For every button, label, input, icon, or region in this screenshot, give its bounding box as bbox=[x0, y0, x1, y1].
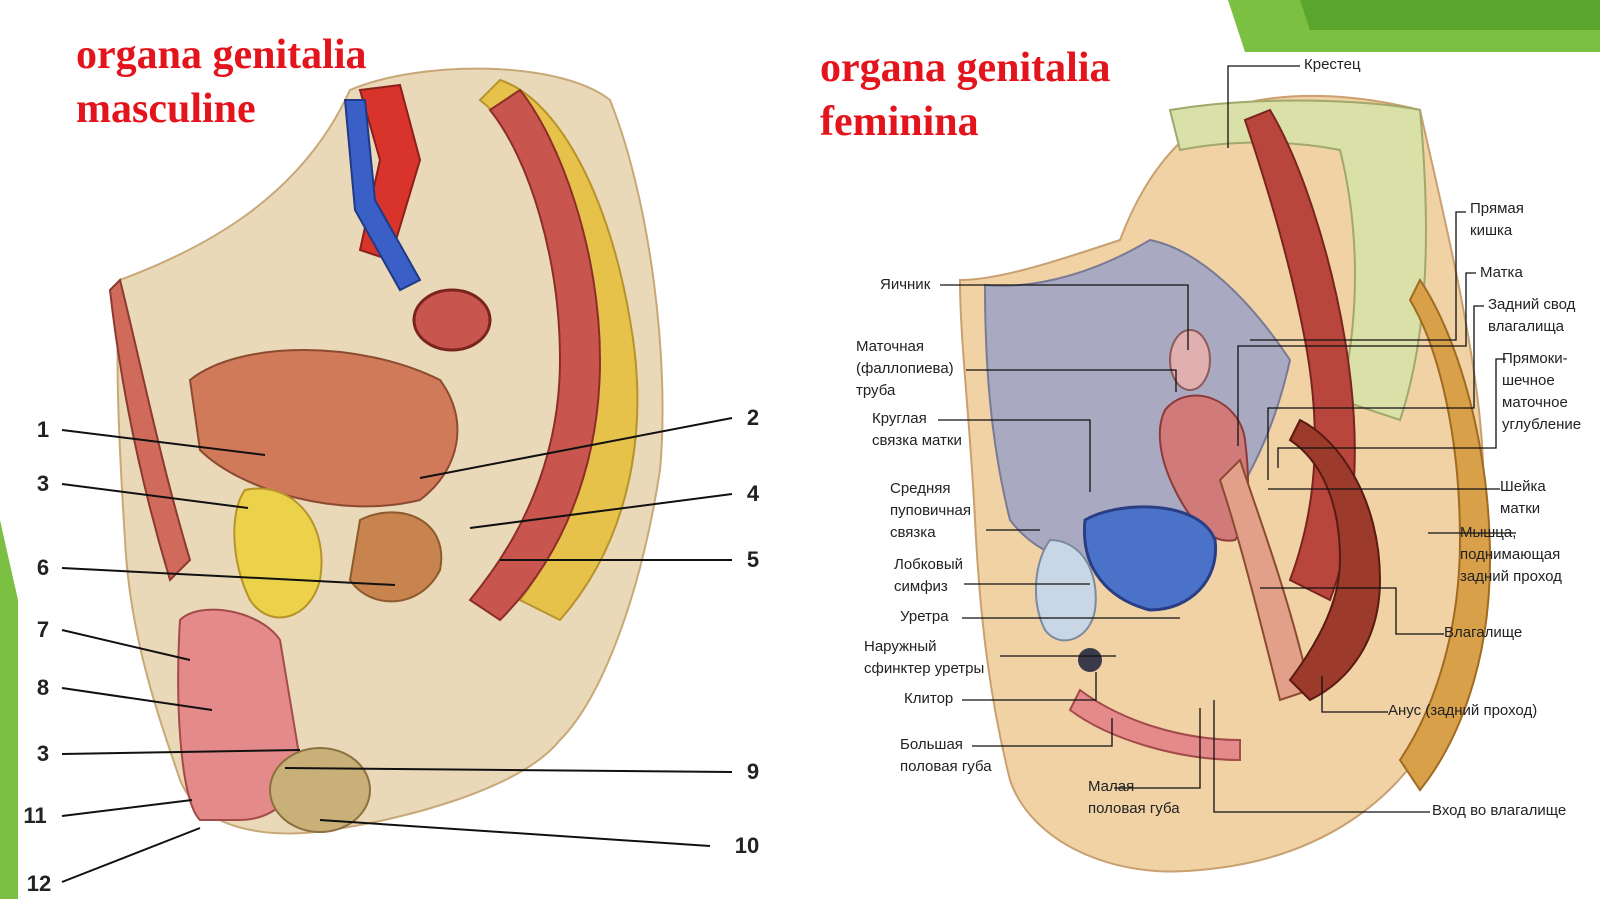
female-ovary bbox=[1169, 329, 1211, 391]
female-pubic-symphysis bbox=[1034, 538, 1097, 642]
male-label-11: 11 bbox=[23, 803, 47, 828]
male-label-5: 5 bbox=[746, 547, 760, 572]
leader-line-3b bbox=[61, 749, 301, 755]
male-label-4: 4 bbox=[746, 481, 760, 506]
leader-vaginal-opening bbox=[1213, 700, 1430, 813]
male-label-9: 9 bbox=[746, 759, 760, 784]
female-label-vagina: Влагалище bbox=[1444, 624, 1523, 641]
leader-fallopian-tube bbox=[966, 369, 1177, 392]
female-label-rectum: Прямая кишка bbox=[1470, 200, 1524, 239]
male-rectum bbox=[468, 88, 602, 622]
male-abdominal-wall bbox=[108, 278, 192, 582]
male-vein bbox=[343, 99, 422, 292]
male-leader-lines bbox=[61, 417, 733, 883]
leader-line-2 bbox=[419, 417, 733, 479]
leader-anus bbox=[1321, 676, 1388, 713]
leader-vagina bbox=[1260, 587, 1444, 635]
female-label-posterior-fornix: Задний свод влагалища bbox=[1488, 296, 1576, 335]
male-penis bbox=[177, 608, 302, 821]
female-label-urethra: Уретра bbox=[900, 608, 949, 625]
male-label-10: 10 bbox=[734, 833, 760, 858]
male-title: organa genitalia masculine bbox=[76, 32, 367, 132]
leader-round-ligament bbox=[938, 419, 1091, 492]
leader-line-12 bbox=[61, 827, 201, 883]
female-label-vaginal-opening: Вход во влагалище bbox=[1432, 802, 1567, 819]
female-labia bbox=[1068, 688, 1241, 762]
male-prostate bbox=[348, 511, 443, 603]
male-label-12: 12 bbox=[26, 871, 52, 896]
female-title: organa genitalia feminina bbox=[820, 45, 1111, 145]
male-label-2: 2 bbox=[746, 405, 760, 430]
female-label-fallopian-tube: Маточная (фаллопиева) труба bbox=[856, 338, 954, 399]
male-label-3b: 3 bbox=[36, 741, 50, 766]
female-bladder bbox=[1082, 505, 1218, 612]
female-clitoris bbox=[1078, 648, 1102, 672]
left-green-accent bbox=[0, 520, 18, 899]
top-right-green-accent-dark bbox=[1300, 0, 1600, 30]
male-pubic-bone bbox=[233, 487, 323, 619]
male-label-7: 7 bbox=[36, 617, 50, 642]
female-label-ovary: Яичник bbox=[880, 276, 931, 293]
male-colon-section bbox=[412, 288, 492, 352]
leader-ovary bbox=[940, 284, 1189, 350]
female-label-labia-majora: Большая половая губа bbox=[900, 736, 992, 775]
leader-labia-majora bbox=[972, 718, 1113, 747]
leader-line-1 bbox=[61, 429, 266, 456]
leader-rectum bbox=[1250, 211, 1466, 341]
leader-sacrum bbox=[1227, 65, 1300, 148]
female-label-round-ligament: Круглая связка матки bbox=[872, 410, 962, 449]
leader-labia-minora bbox=[1114, 708, 1201, 789]
leader-line-11 bbox=[61, 799, 193, 817]
leader-line-3a bbox=[61, 483, 249, 509]
leader-uterus bbox=[1237, 272, 1476, 446]
female-label-levator-ani: Мышца, поднимающая задний проход bbox=[1460, 524, 1562, 585]
female-label-median-umbilical: Средняя пуповичная связка bbox=[890, 480, 971, 541]
female-label-sacrum: Крестец bbox=[1304, 56, 1361, 73]
leader-line-8 bbox=[61, 687, 213, 711]
female-label-clitoris: Клитор bbox=[904, 690, 954, 707]
leader-clitoris bbox=[962, 672, 1097, 701]
male-anatomy-illustration bbox=[108, 67, 664, 835]
leader-rectouterine-pouch bbox=[1277, 358, 1506, 468]
leader-posterior-fornix bbox=[1267, 305, 1484, 480]
male-label-8: 8 bbox=[36, 675, 50, 700]
female-label-anus: Анус (задний проход) bbox=[1388, 702, 1538, 719]
female-label-rectouterine-pouch: Прямоки- шечное маточное углубление bbox=[1502, 350, 1582, 433]
leader-line-9 bbox=[284, 767, 733, 773]
female-label-labia-minora: Малая половая губа bbox=[1088, 778, 1180, 817]
male-label-6: 6 bbox=[36, 555, 50, 580]
female-label-pubic-symphysis: Лобковый симфиз bbox=[894, 556, 963, 595]
female-anal-canal bbox=[1288, 418, 1382, 702]
female-label-external-sphincter: Наружный сфинктер уретры bbox=[864, 638, 985, 677]
female-label-uterus: Матка bbox=[1480, 264, 1523, 281]
male-label-1: 1 bbox=[36, 417, 50, 442]
female-vagina bbox=[1218, 458, 1312, 702]
male-label-3: 3 bbox=[36, 471, 50, 496]
leader-line-6 bbox=[61, 567, 396, 586]
leader-line-7 bbox=[61, 629, 191, 661]
leader-line-4 bbox=[469, 493, 733, 529]
female-label-cervix: Шейка матки bbox=[1500, 478, 1546, 517]
leader-line-10 bbox=[319, 819, 711, 847]
